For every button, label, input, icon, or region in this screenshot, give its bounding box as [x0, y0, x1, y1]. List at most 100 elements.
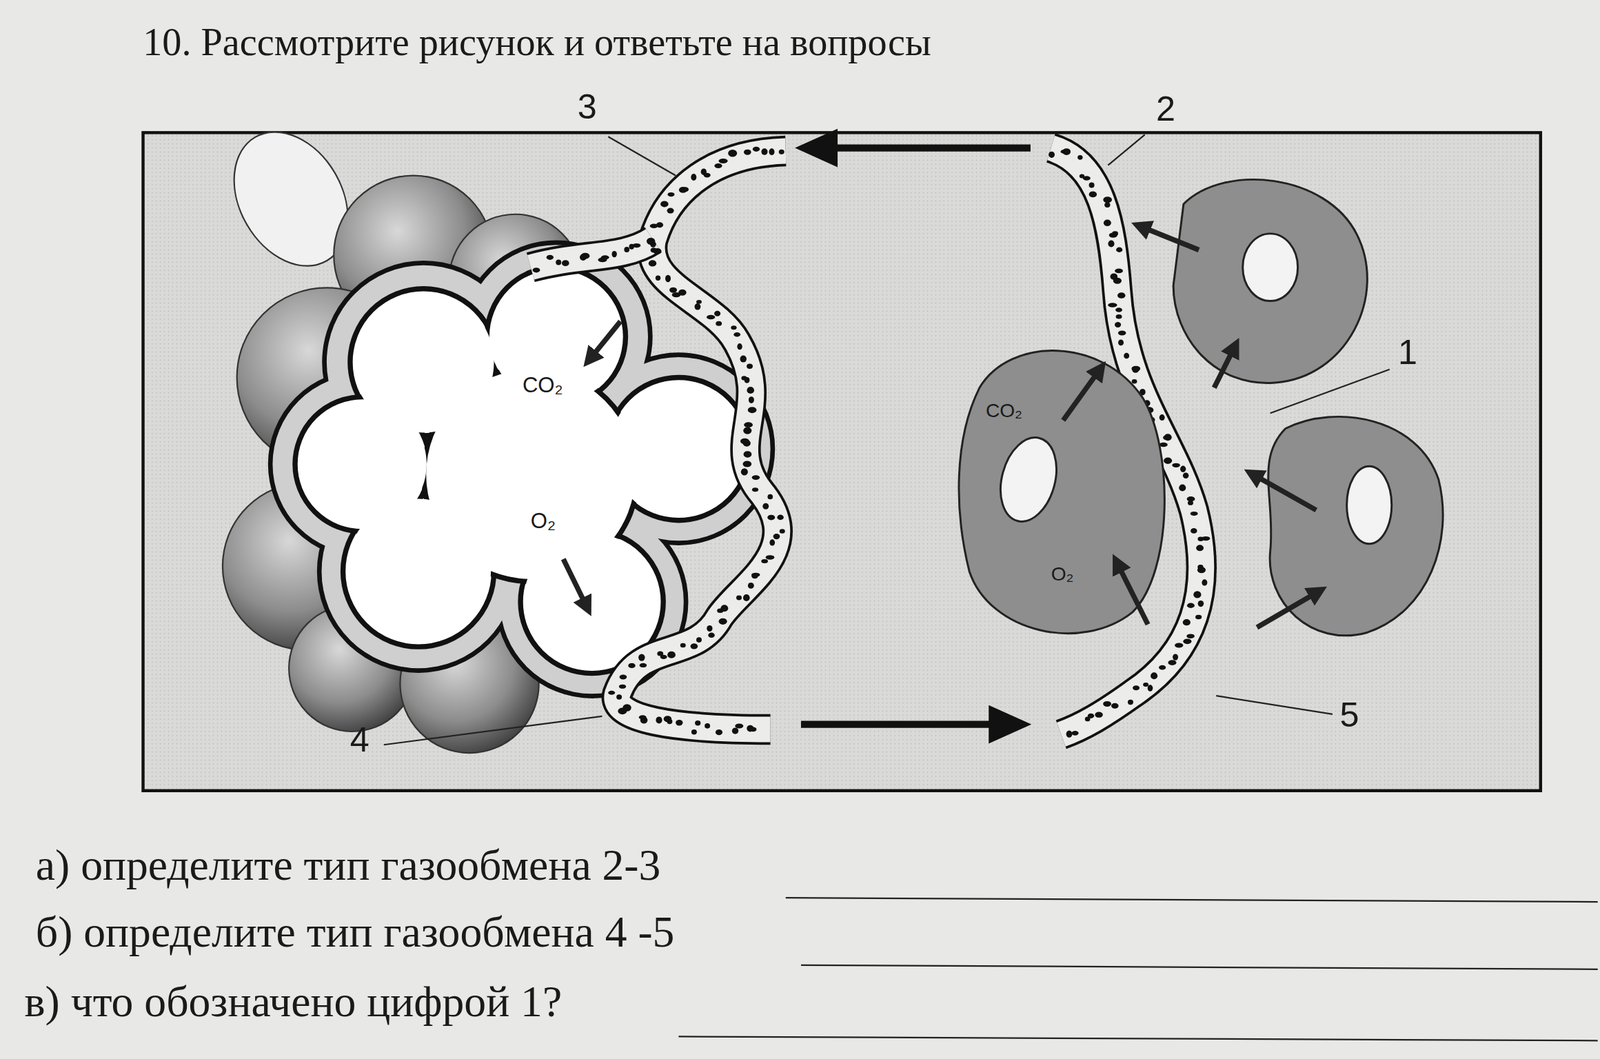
blood-cells-part [1172, 653, 1179, 660]
blood-cells-part [1196, 544, 1204, 551]
blood-cells-part [623, 246, 630, 253]
alveolus-lumen-part [426, 370, 635, 579]
capillary-part [530, 239, 654, 268]
blood-cells-part [598, 257, 608, 262]
blood-cells-part [1147, 684, 1154, 691]
blood-cells-part [1115, 307, 1123, 313]
blood-cells-part [1107, 239, 1115, 247]
blood-cells-part [639, 714, 647, 720]
blood-cells-part [1104, 202, 1110, 208]
blood-cells-part [1190, 511, 1199, 516]
tissue-cells-part [1173, 179, 1367, 383]
blood-cells-part [679, 186, 688, 194]
flow-arrows-part [801, 720, 1010, 728]
leader-lines-part [1107, 134, 1145, 165]
capillary-part [530, 239, 654, 268]
leader-lines [383, 134, 1390, 745]
frame-part [143, 132, 1541, 791]
blood-cells-part [748, 396, 755, 404]
blood-cells-part [1118, 330, 1127, 336]
gas-arrows-part [1140, 226, 1199, 251]
blood-cells-part [675, 719, 683, 726]
gas-arrows-part [563, 559, 587, 608]
blood-cells-part [694, 303, 701, 310]
blood-cells-part [1193, 590, 1201, 598]
answer-lines-part [678, 1036, 1598, 1041]
callout-number: 2 [1156, 91, 1176, 127]
blood-cells-part [739, 355, 746, 363]
blood-cells-part [532, 267, 541, 273]
blood-cells-part [650, 247, 657, 253]
blood-cells-part [1107, 302, 1117, 308]
blood-cells-part [746, 386, 755, 394]
callout-number: 5 [1340, 697, 1360, 733]
tissue-cells [958, 179, 1443, 635]
blood-cells-part [730, 325, 737, 330]
blood-cells-part [778, 149, 785, 155]
alveolus-lumen-outline [295, 267, 751, 674]
gas-label: O₂ [1051, 564, 1075, 584]
blood-cells-part [733, 332, 741, 338]
blood-cells-part [1118, 339, 1124, 347]
blood-cells-part [769, 539, 775, 546]
blood-cells-part [1163, 457, 1172, 464]
blood-cells-part [701, 168, 707, 175]
blood-cells-part [743, 421, 753, 428]
blood-cells-part [1198, 600, 1205, 607]
blood-cells-part [1158, 665, 1166, 671]
blood-cells-part [719, 618, 728, 625]
gas-label: CO₂ [522, 374, 564, 396]
leader-lines-part [1216, 695, 1333, 715]
answer-lines-part [801, 965, 1598, 970]
alveolus-lumen [297, 270, 747, 671]
blood-cells-part [1190, 528, 1197, 534]
blood-cells-part [762, 503, 769, 510]
blood-cells-part [1048, 151, 1055, 158]
blood-cells-part [736, 343, 742, 350]
blood-cells-part [779, 528, 786, 534]
gas-arrows-part [1213, 346, 1235, 388]
blood-cells-part [680, 643, 686, 648]
blood-cells-part [1195, 614, 1202, 620]
blood-cells-part [743, 149, 752, 156]
blood-cells-part [752, 487, 759, 492]
blood-cells-part [1197, 566, 1206, 573]
blood-cells-part [628, 663, 635, 668]
blood-cells-part [740, 438, 750, 444]
blood-cells-part [639, 663, 648, 668]
blood-cells-part [742, 460, 752, 467]
answer-lines [678, 897, 1598, 1041]
tissue-cells-part [1242, 233, 1299, 302]
question: а) определите тип газообмена 2-3 [35, 843, 662, 888]
blood-cells-part [1116, 314, 1123, 320]
blood-cells-part [1062, 148, 1071, 156]
leader-lines-part [1270, 369, 1390, 414]
blood-cells-part [638, 653, 645, 661]
blood-cells-part [678, 289, 687, 296]
blood-cells-part [1066, 730, 1073, 738]
gas-arrows-part [1117, 563, 1148, 625]
blood-cells-part [1102, 701, 1112, 707]
blood-cells-part [1127, 699, 1134, 705]
gas-arrows [563, 226, 1319, 629]
flow-arrows [801, 148, 1031, 725]
blood-cells-part [1089, 190, 1098, 198]
tissue-cells-part [991, 431, 1066, 529]
blood-cells-part [1111, 703, 1119, 709]
blood-cells-part [736, 595, 742, 601]
blood-cells-part [1094, 712, 1103, 718]
blood-cells-part [704, 723, 711, 729]
blood-cells-part [622, 703, 631, 711]
blood-cells-part [767, 514, 775, 521]
blood-cells-part [732, 727, 739, 735]
blood-cells-part [696, 636, 702, 643]
question: б) определите тип газообмена 4 -5 [35, 909, 675, 955]
gas-label: CO₂ [985, 401, 1023, 421]
gas-arrows-part [590, 321, 621, 360]
blood-cells-part [719, 158, 728, 164]
blood-cells-part [667, 651, 676, 659]
blood-cells-part [1201, 579, 1208, 586]
callout-number: 3 [577, 89, 597, 125]
blood-cells-part [715, 321, 722, 327]
